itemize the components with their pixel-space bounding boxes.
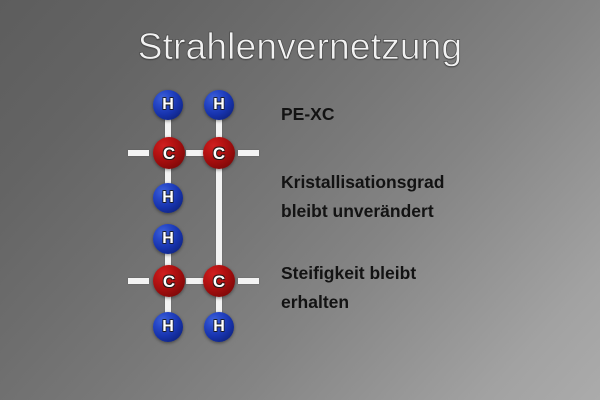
bond-c-h-upper-mid: [165, 168, 171, 185]
atom-c-upper-left: C: [153, 137, 185, 169]
bond-h-lower-mid-c: [165, 253, 171, 266]
bond-stub-upper-left: [128, 150, 149, 156]
bond-crosslink: [216, 168, 222, 266]
atom-c-lower-right: C: [203, 265, 235, 297]
page-title: Strahlenvernetzung: [137, 26, 463, 68]
bond-h-top-right-c: [216, 118, 222, 138]
note-stiffness: Steifigkeit bleibt erhalten: [281, 263, 417, 312]
atom-h-top-right: H: [204, 90, 234, 120]
atom-c-upper-right: C: [203, 137, 235, 169]
note-crystallinity: Kristallisationsgrad bleibt unverändert: [281, 172, 445, 221]
atom-h-lower-mid: H: [153, 224, 183, 254]
bond-lower-cc: [186, 278, 204, 284]
atom-h-upper-mid: H: [153, 183, 183, 213]
bond-stub-lower-right: [238, 278, 259, 284]
bond-h-top-left-c: [165, 118, 171, 138]
molecule-diagram: H H C C H H C C H H: [128, 90, 259, 342]
bond-stub-upper-right: [238, 150, 259, 156]
note-material: PE-XC: [281, 104, 335, 124]
bond-stub-lower-left: [128, 278, 149, 284]
bond-c-h-bottom-left: [165, 296, 171, 314]
atom-h-bottom-right: H: [204, 312, 234, 342]
bond-c-h-bottom-right: [216, 296, 222, 314]
atom-c-lower-left: C: [153, 265, 185, 297]
atom-h-bottom-left: H: [153, 312, 183, 342]
bond-upper-cc: [186, 150, 204, 156]
atom-h-top-left: H: [153, 90, 183, 120]
